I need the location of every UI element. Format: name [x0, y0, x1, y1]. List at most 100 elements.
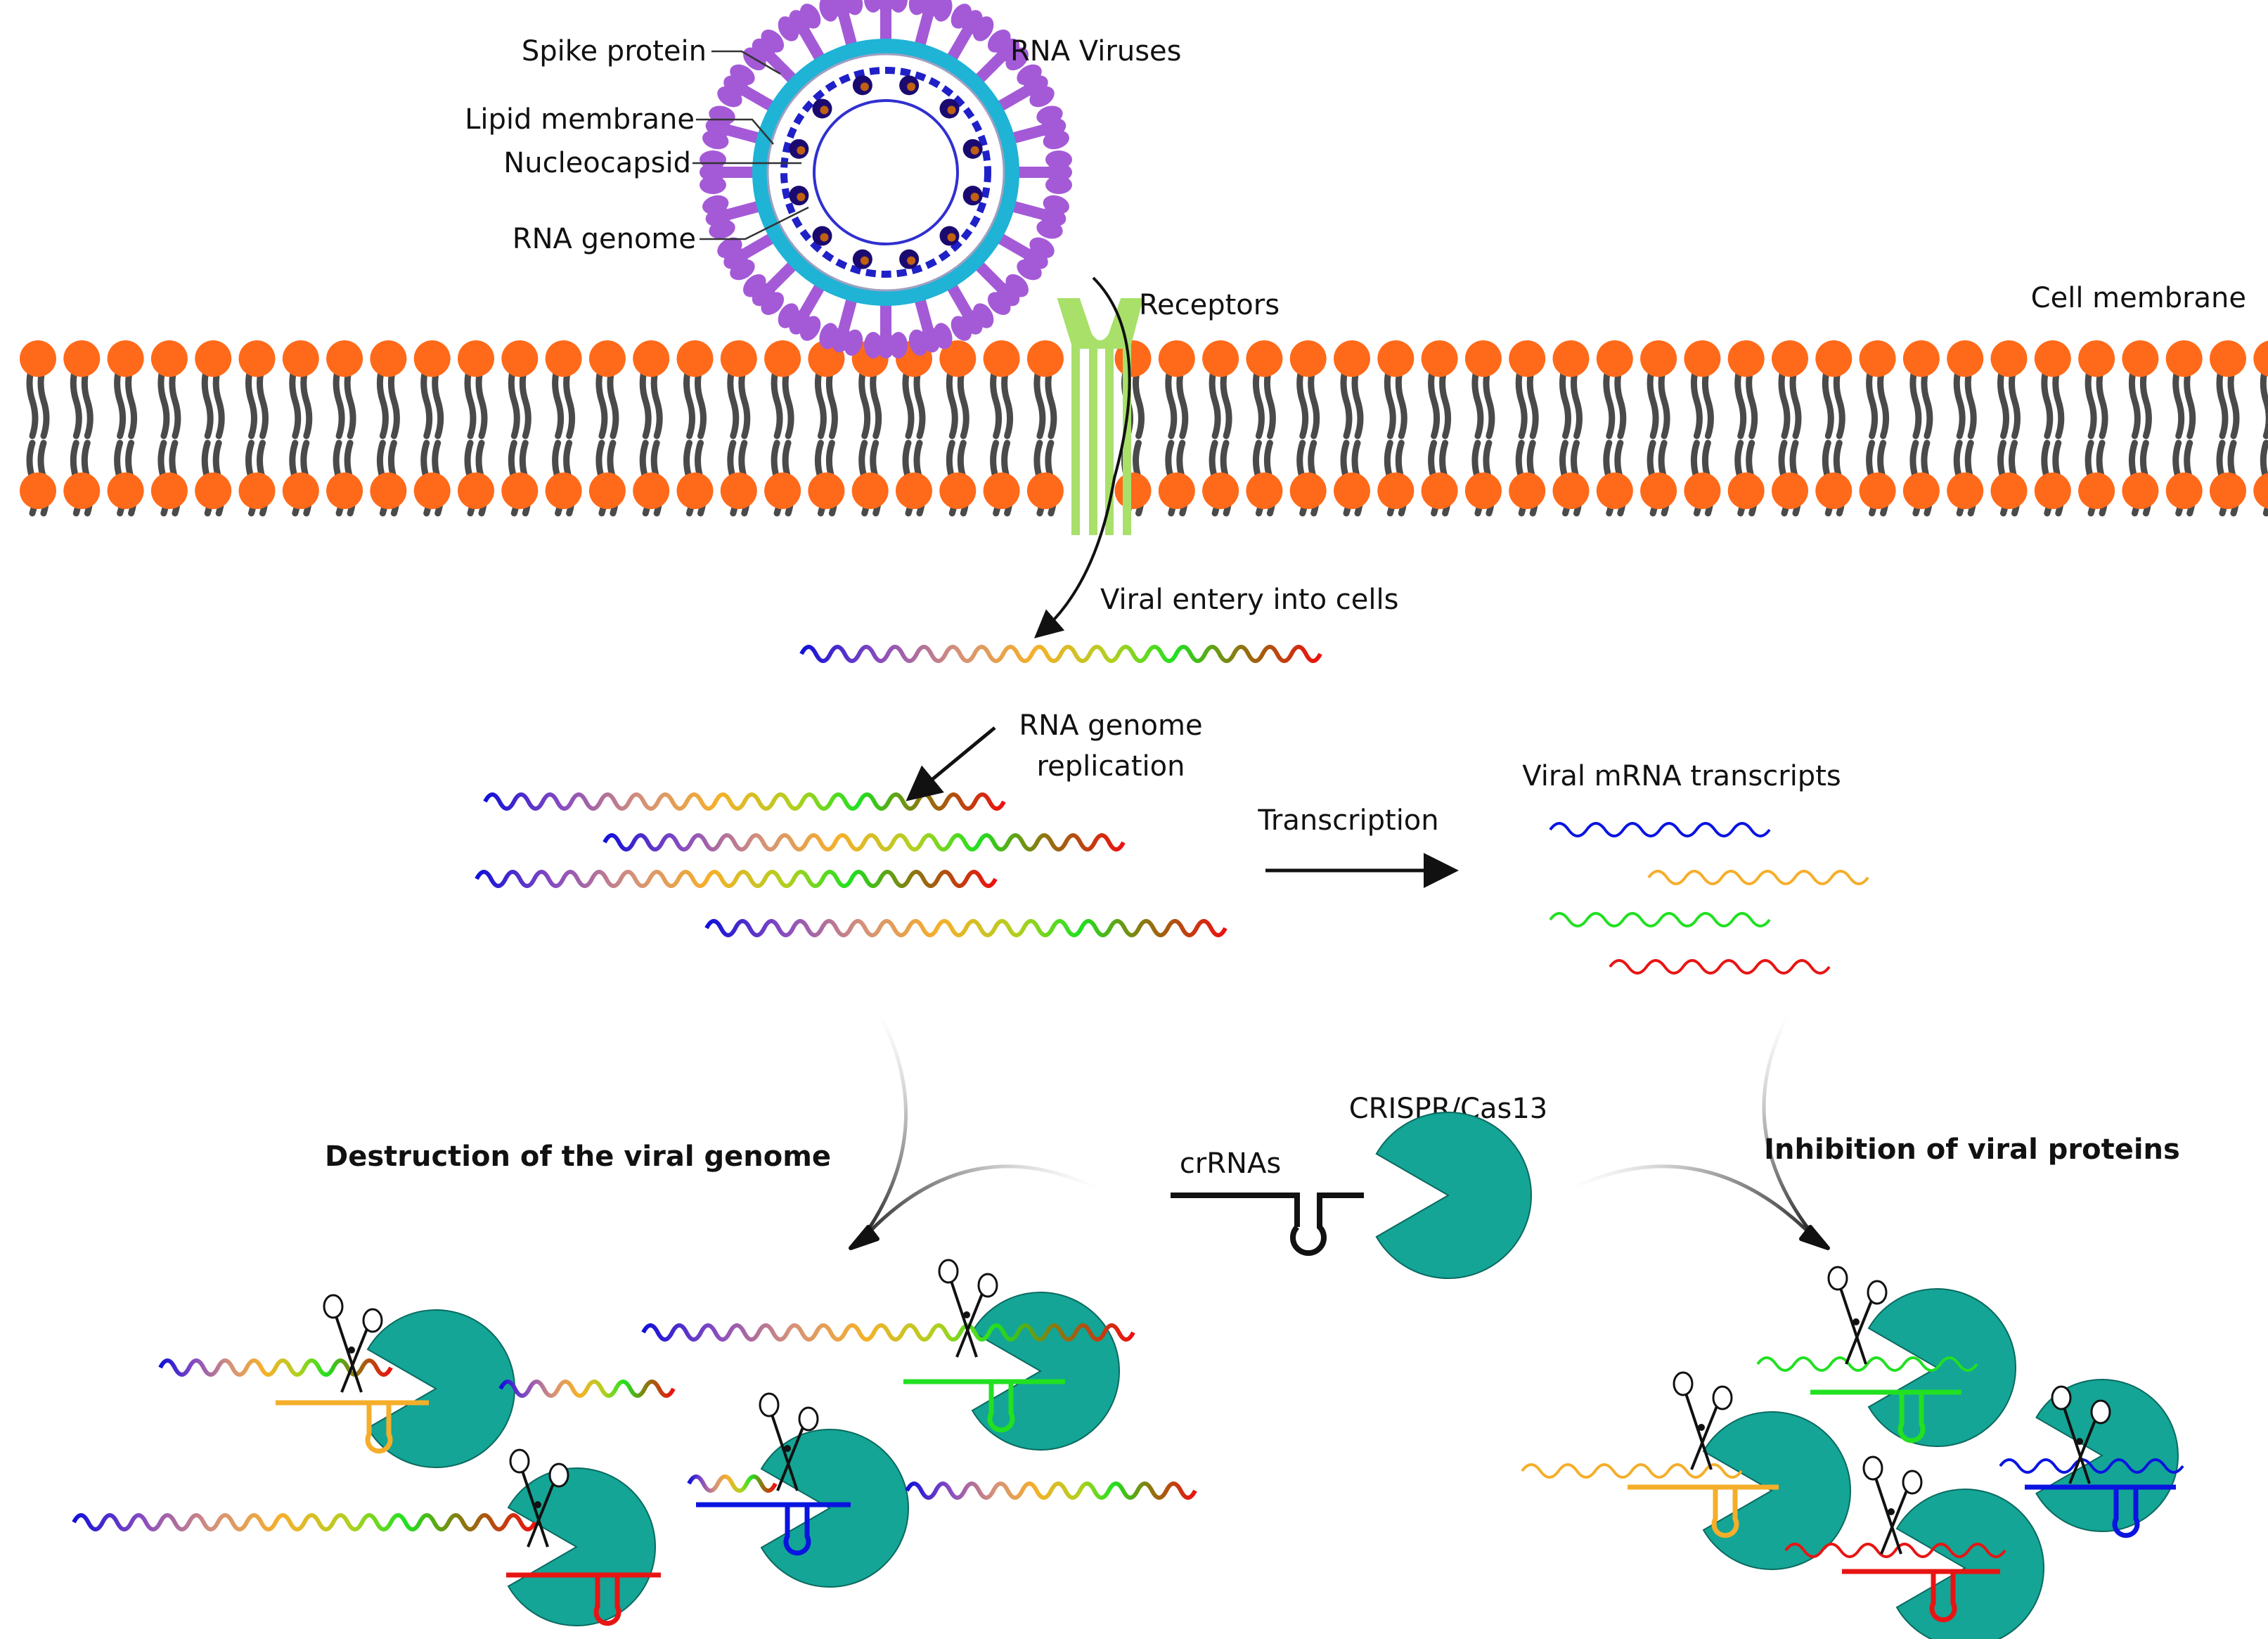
inhibition-path-arrow	[1762, 1011, 1822, 1246]
viral-mrna-transcripts	[1549, 822, 1869, 975]
phospholipid	[107, 340, 144, 517]
spike-protein	[1006, 195, 1069, 239]
label-replication-line1: RNA genome	[1019, 709, 1202, 742]
spike-protein	[1006, 105, 1069, 150]
mrna-transcript	[1549, 912, 1771, 927]
crrna-guide-center	[1171, 1193, 1364, 1256]
cas13-target-complex	[158, 1294, 676, 1468]
scissors-icon	[323, 1294, 383, 1393]
phospholipid	[1947, 340, 1984, 517]
phospholipid	[808, 340, 845, 517]
phospholipid	[1202, 340, 1239, 517]
genome-rna-strand	[475, 870, 998, 888]
phospholipid	[983, 340, 1020, 517]
scissors-icon	[1862, 1455, 1923, 1555]
spike-protein	[702, 105, 766, 150]
phospholipid	[545, 340, 582, 517]
phospholipid	[1464, 340, 1502, 517]
phospholipid	[676, 340, 714, 517]
label-viral-mrna: Viral mRNA transcripts	[1522, 760, 1841, 792]
genome-rna-strand	[704, 919, 1228, 937]
scissors-icon	[938, 1259, 998, 1358]
phospholipid	[2078, 340, 2115, 517]
spike-protein	[778, 4, 827, 66]
genome-rna-strand	[483, 792, 1006, 811]
scissors-icon	[1827, 1266, 1888, 1365]
phospholipid	[1772, 340, 1808, 517]
phospholipid	[282, 340, 319, 517]
genome-rna-strand	[799, 645, 1322, 663]
phospholipid	[1158, 340, 1195, 517]
mrna-transcript	[1647, 870, 1869, 885]
phospholipid	[1990, 340, 2028, 517]
nucleocapsid-beads	[789, 75, 983, 269]
label-destruction: Destruction of the viral genome	[325, 1140, 831, 1173]
cas13-target-complex	[1756, 1266, 2016, 1447]
genome-rna-strand	[603, 833, 1126, 851]
phospholipid	[501, 340, 539, 517]
phospholipid	[1902, 340, 1940, 517]
cas13-cleavage-complexes	[72, 1259, 2184, 1639]
phospholipid	[458, 340, 494, 517]
spike-protein	[700, 150, 759, 194]
phospholipid	[63, 340, 101, 517]
phospholipid	[326, 340, 363, 517]
scissors-icon	[1673, 1371, 1733, 1470]
cell-membrane-bilayer	[20, 340, 2268, 517]
cas13-target-complex	[72, 1448, 661, 1626]
phospholipid	[1377, 340, 1415, 517]
phospholipid	[2210, 340, 2246, 517]
mrna-transcript	[1549, 822, 1771, 837]
label-lipid-membrane: Lipid membrane	[465, 103, 695, 136]
spike-protein	[1012, 150, 1072, 194]
label-nucleocapsid: Nucleocapsid	[503, 147, 691, 179]
viral-entry-arrow	[1033, 276, 1131, 638]
phospholipid	[896, 340, 932, 517]
receptor-protein	[1057, 298, 1144, 535]
cas13-protein-center	[1375, 1112, 1532, 1279]
phospholipid	[1684, 340, 1721, 517]
phospholipid	[238, 340, 276, 517]
cas13-target-complex	[1784, 1455, 2044, 1639]
label-cell-membrane: Cell membrane	[2031, 282, 2246, 314]
phospholipid	[20, 340, 56, 517]
phospholipid	[1859, 340, 1896, 517]
label-transcription: Transcription	[1257, 804, 1438, 837]
scissors-icon	[509, 1448, 569, 1548]
phospholipid	[1640, 340, 1677, 517]
spike-protein	[944, 4, 994, 66]
phospholipid	[1026, 340, 1064, 517]
phospholipid	[764, 340, 801, 517]
scissors-icon	[759, 1392, 819, 1491]
phospholipid	[720, 340, 757, 517]
spike-protein	[992, 231, 1055, 281]
phospholipid	[1334, 340, 1370, 517]
phospholipid	[588, 340, 626, 517]
phospholipid	[195, 340, 232, 517]
label-spike-protein: Spike protein	[522, 35, 707, 68]
nucleocapsid-ring	[780, 67, 991, 278]
cas13-target-complex	[687, 1392, 1197, 1588]
phospholipid	[633, 340, 670, 517]
phospholipid	[2253, 340, 2268, 517]
label-viral-entry: Viral entery into cells	[1100, 584, 1398, 616]
phospholipid	[1552, 340, 1590, 517]
scissors-icon	[2051, 1385, 2111, 1484]
spike-protein	[717, 64, 780, 114]
phospholipid	[1289, 340, 1327, 517]
spike-protein	[717, 231, 780, 281]
phospholipid	[2034, 340, 2071, 517]
phospholipid	[370, 340, 407, 517]
cas13-target-complex	[1521, 1371, 1851, 1570]
destruction-path-arrow	[856, 1011, 908, 1246]
cas13-target-complex	[641, 1259, 1135, 1451]
phospholipid	[1246, 340, 1283, 517]
phospholipid	[150, 340, 188, 517]
spike-protein	[743, 257, 801, 315]
replication-arrow	[906, 726, 996, 802]
spike-protein	[778, 278, 827, 341]
virus-leader-lines	[692, 50, 809, 240]
label-crrnas: crRNAs	[1180, 1148, 1281, 1180]
phospholipid	[1815, 340, 1853, 517]
